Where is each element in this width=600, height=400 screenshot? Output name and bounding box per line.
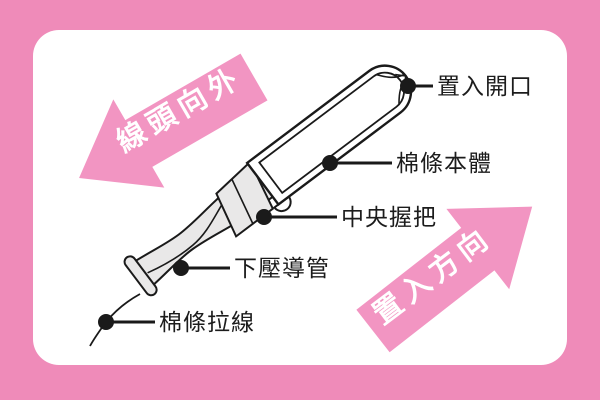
white-rounded-panel xyxy=(33,30,567,365)
label-push-tube: 下壓導管 xyxy=(234,255,330,281)
label-tampon-body: 棉條本體 xyxy=(396,150,492,176)
callout-dot-opening xyxy=(400,78,416,94)
insertion-direction-arrow xyxy=(356,206,533,353)
push-tube-inner-wave xyxy=(147,203,223,274)
label-tampon-string: 棉條拉線 xyxy=(159,309,255,335)
grip-collar-fold xyxy=(231,178,254,225)
callout-dot-grip xyxy=(256,209,272,225)
base-flange xyxy=(123,255,158,297)
callout-dot-body xyxy=(322,155,338,171)
tampon-inner-outline xyxy=(258,71,405,195)
callout-dot-string xyxy=(98,314,114,330)
string-line xyxy=(89,293,141,347)
callouts xyxy=(98,78,433,330)
label-central-grip: 中央握把 xyxy=(341,204,437,230)
label-insertion-opening: 置入開口 xyxy=(437,73,533,99)
thread-outward-arrow xyxy=(79,53,268,188)
callout-dot-tube xyxy=(173,260,189,276)
applicator-illustration xyxy=(123,64,413,297)
